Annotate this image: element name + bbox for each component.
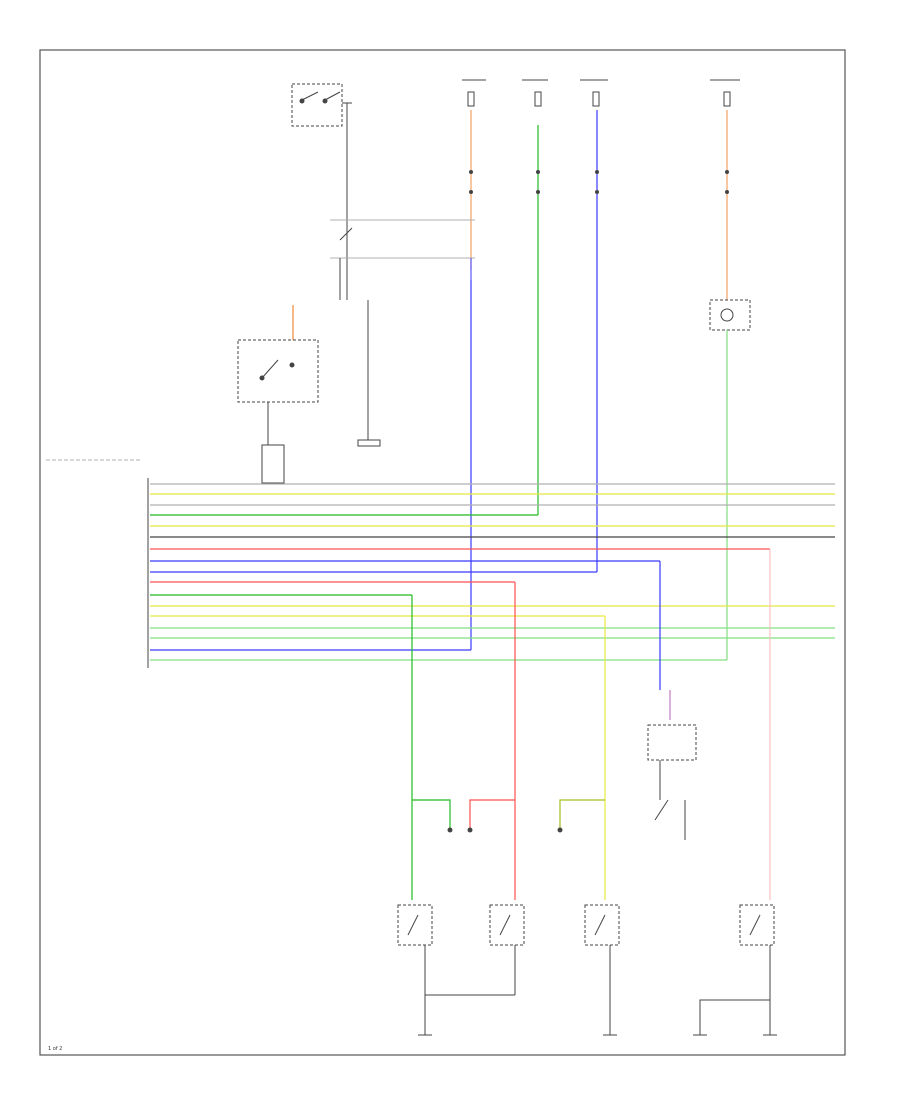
switch-icon xyxy=(397,904,775,946)
fuse-icon xyxy=(462,79,740,107)
sensor-icon xyxy=(357,439,381,447)
sensor-branch xyxy=(412,799,605,828)
relay-icon xyxy=(647,690,697,840)
sensor-icon xyxy=(261,444,285,484)
lamp-block xyxy=(709,299,751,331)
switch-icon xyxy=(259,359,295,445)
harness-wires xyxy=(150,483,835,661)
sensor-icon xyxy=(447,827,563,833)
page-label: 1 of 2 xyxy=(48,1046,62,1052)
switch-block xyxy=(237,339,319,403)
diagram-frame xyxy=(39,49,846,1056)
ignition-switch-block xyxy=(291,83,352,300)
relay-icon xyxy=(330,219,475,440)
connector-icon xyxy=(469,170,729,194)
ground-icon xyxy=(418,945,777,1036)
